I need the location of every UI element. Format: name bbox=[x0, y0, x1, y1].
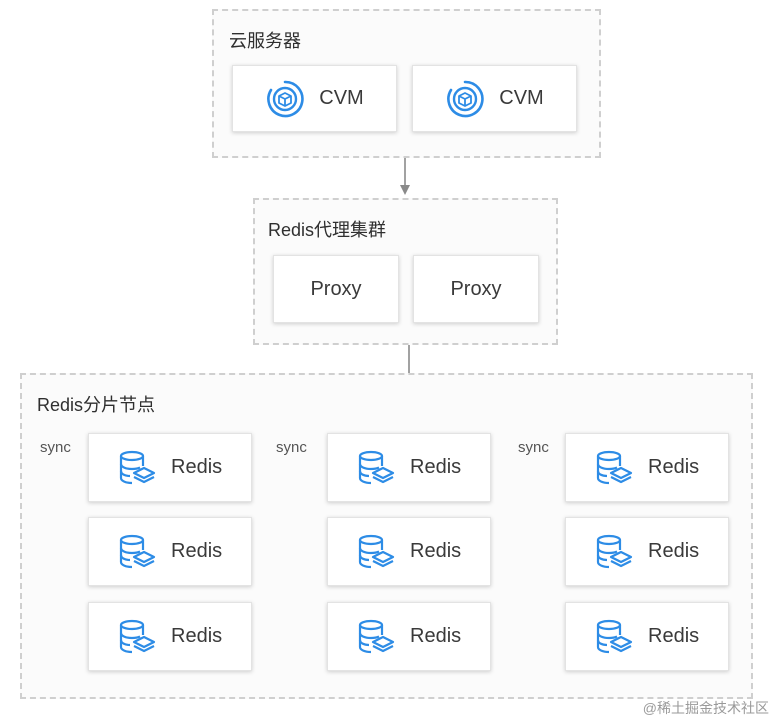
database-icon bbox=[117, 617, 157, 657]
redis-label: Redis bbox=[171, 625, 223, 647]
database-icon bbox=[594, 532, 634, 572]
redis-label: Redis bbox=[410, 625, 462, 647]
redis-label: Redis bbox=[648, 625, 700, 647]
proxy-cluster-group: Redis代理集群 Proxy Proxy bbox=[253, 198, 558, 345]
database-icon bbox=[594, 448, 634, 488]
redis-node[interactable]: Redis bbox=[565, 602, 729, 671]
redis-node[interactable]: Redis bbox=[88, 602, 252, 671]
redis-node[interactable]: Redis bbox=[565, 433, 729, 502]
proxy-label: Proxy bbox=[450, 277, 502, 300]
database-icon bbox=[356, 532, 396, 572]
database-icon bbox=[356, 617, 396, 657]
watermark: @稀土掘金技术社区 bbox=[642, 700, 769, 716]
redis-node[interactable]: Redis bbox=[327, 602, 491, 671]
cvm-icon bbox=[265, 79, 305, 119]
database-icon bbox=[117, 448, 157, 488]
redis-label: Redis bbox=[410, 456, 462, 478]
redis-label: Redis bbox=[648, 540, 700, 562]
sync-label-shard-2: sync bbox=[276, 439, 307, 456]
sync-label-shard-3: sync bbox=[518, 439, 549, 456]
proxy-label: Proxy bbox=[310, 277, 362, 300]
sync-label-shard-1: sync bbox=[40, 439, 71, 456]
redis-shards-title: Redis分片节点 bbox=[37, 395, 156, 415]
cvm-label: CVM bbox=[319, 87, 364, 109]
redis-node[interactable]: Redis bbox=[88, 433, 252, 502]
cloud-servers-group: 云服务器 CVM CVM bbox=[212, 9, 601, 158]
cloud-servers-title: 云服务器 bbox=[229, 31, 301, 51]
redis-node[interactable]: Redis bbox=[88, 517, 252, 586]
database-icon bbox=[594, 617, 634, 657]
redis-label: Redis bbox=[410, 540, 462, 562]
redis-node[interactable]: Redis bbox=[565, 517, 729, 586]
redis-label: Redis bbox=[648, 456, 700, 478]
redis-node[interactable]: Redis bbox=[327, 517, 491, 586]
cvm-label: CVM bbox=[499, 87, 544, 109]
cvm-node-2[interactable]: CVM bbox=[412, 65, 577, 132]
redis-node[interactable]: Redis bbox=[327, 433, 491, 502]
database-icon bbox=[356, 448, 396, 488]
database-icon bbox=[117, 532, 157, 572]
redis-label: Redis bbox=[171, 456, 223, 478]
cvm-node-1[interactable]: CVM bbox=[232, 65, 397, 132]
proxy-node-1[interactable]: Proxy bbox=[273, 255, 399, 323]
proxy-cluster-title: Redis代理集群 bbox=[268, 220, 387, 240]
proxy-node-2[interactable]: Proxy bbox=[413, 255, 539, 323]
redis-label: Redis bbox=[171, 540, 223, 562]
cvm-icon bbox=[445, 79, 485, 119]
